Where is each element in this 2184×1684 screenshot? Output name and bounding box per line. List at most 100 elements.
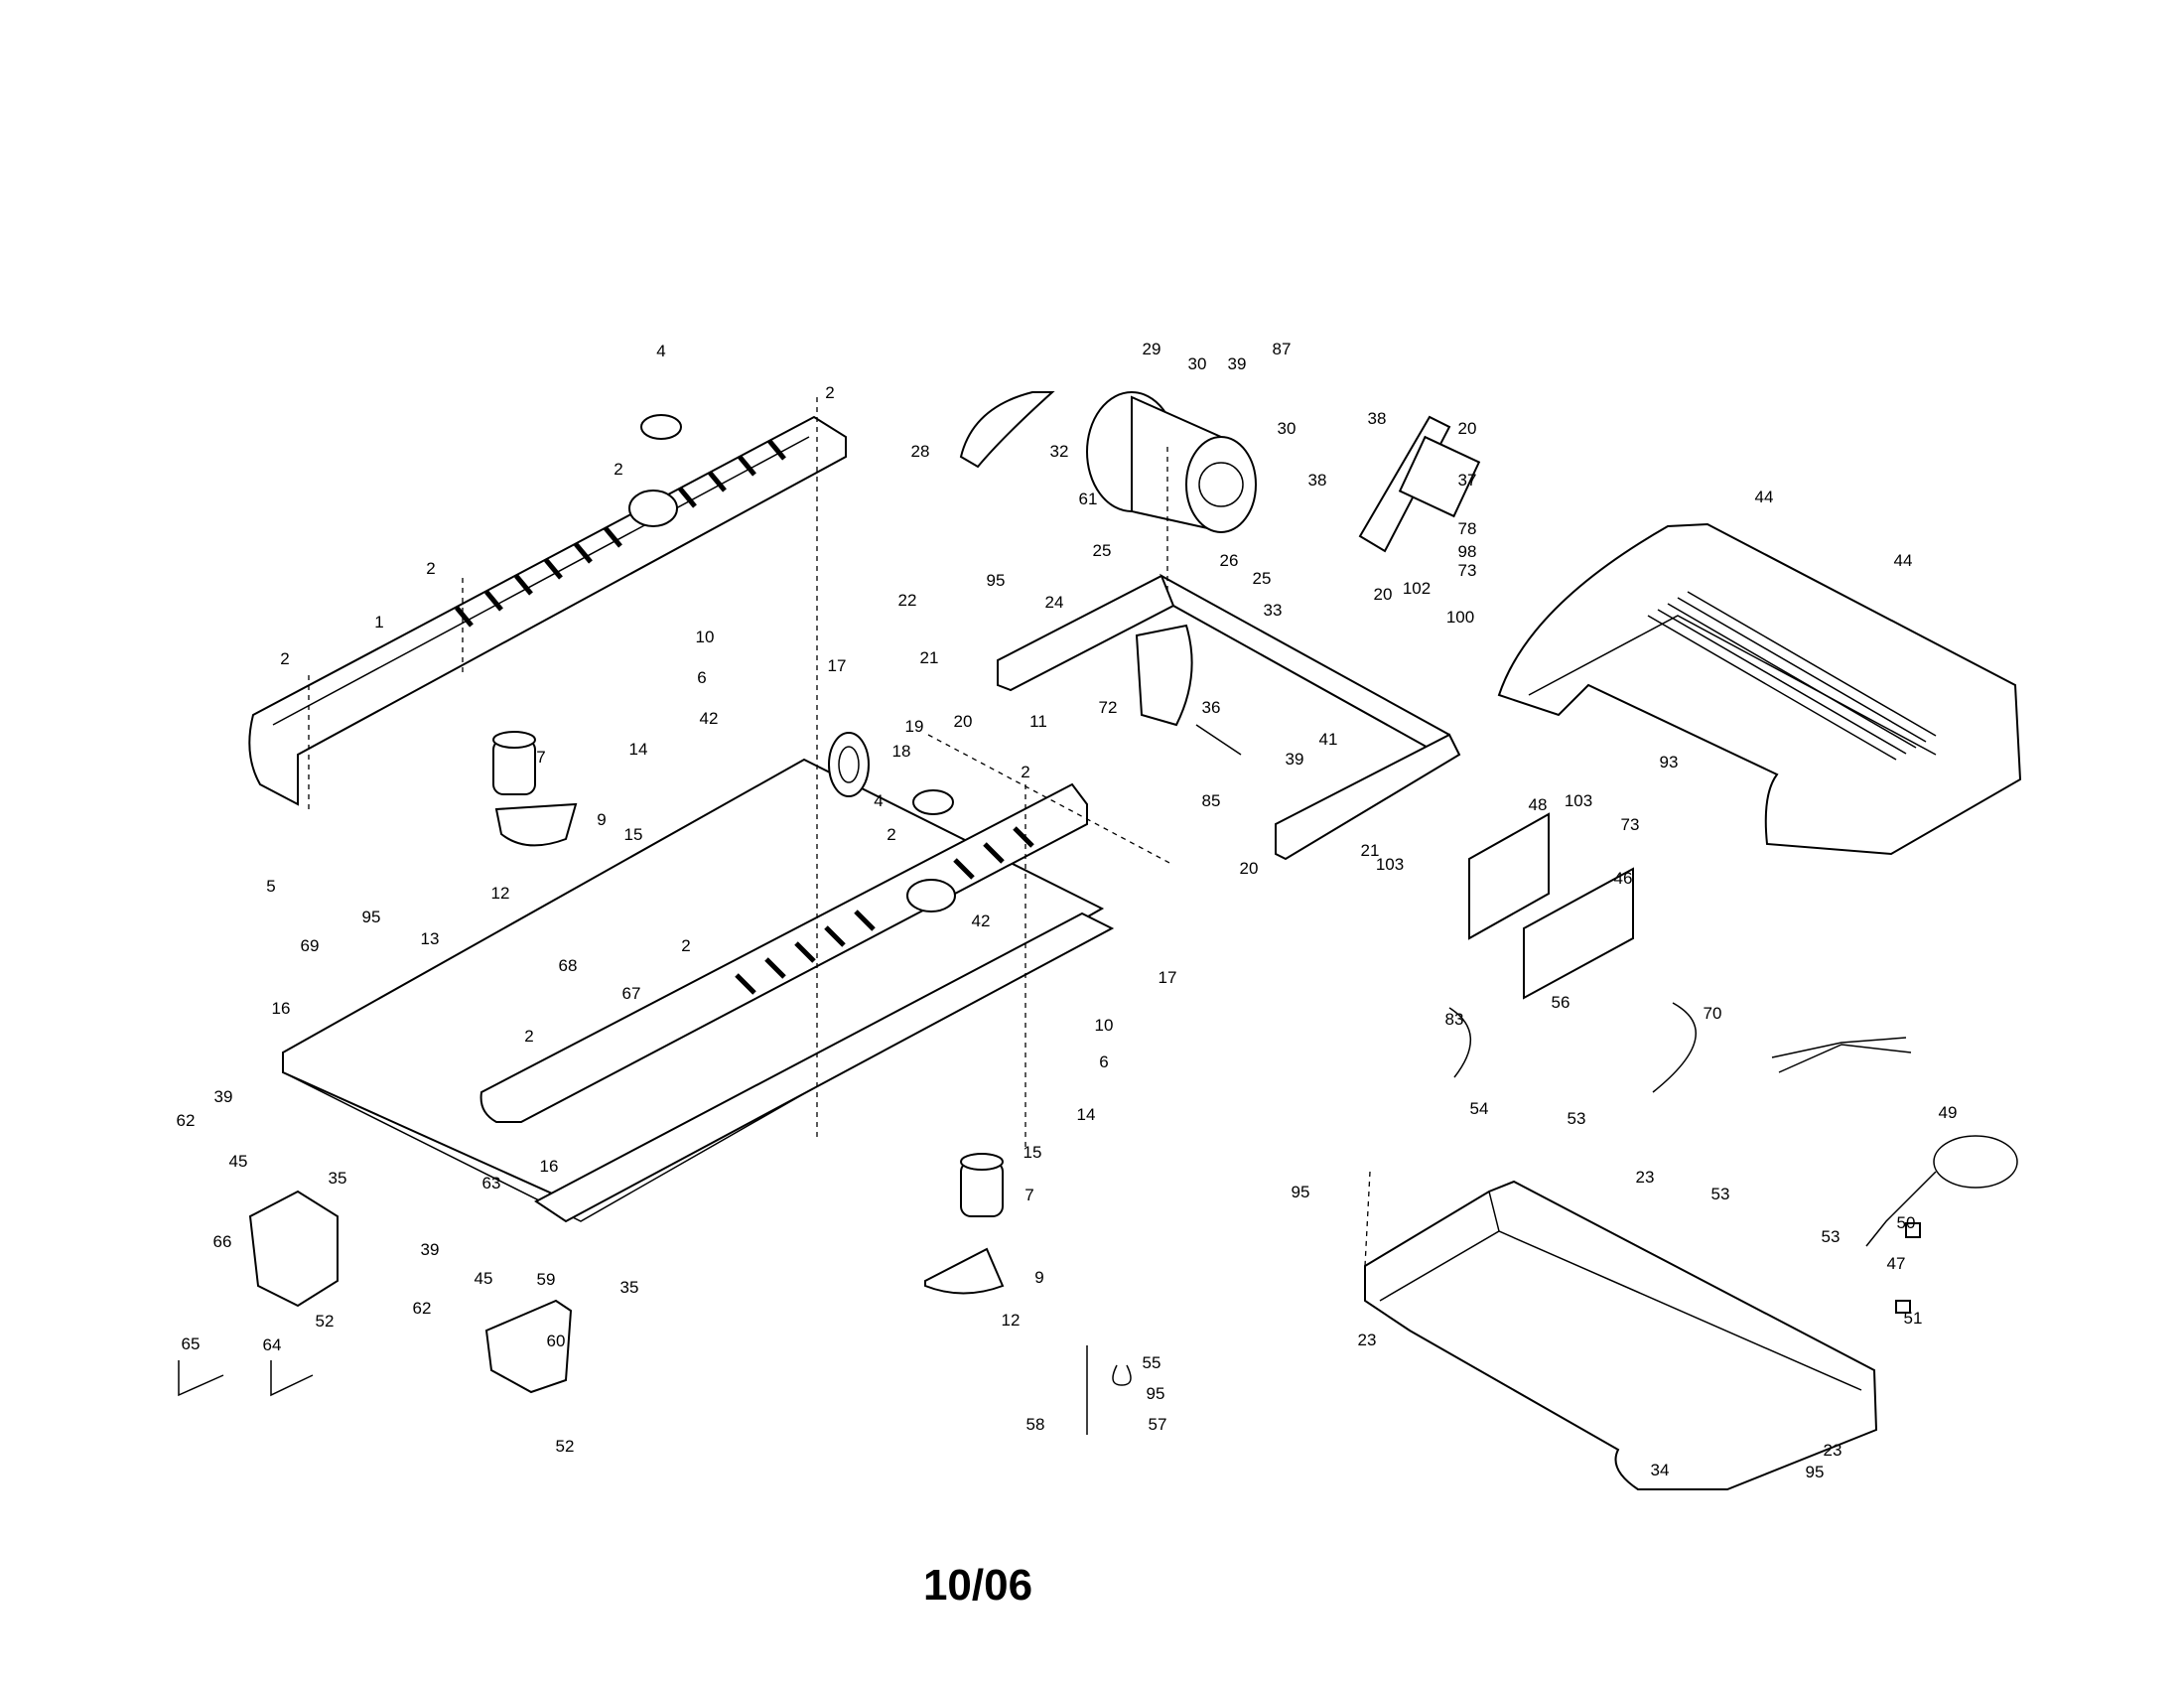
callout-part-39: 39 (214, 1087, 233, 1106)
callout-part-44: 44 (1755, 488, 1774, 506)
callout-part-103: 103 (1565, 791, 1592, 810)
callout-part-30: 30 (1188, 354, 1207, 373)
callout-part-53: 53 (1711, 1185, 1730, 1203)
callout-part-1: 1 (374, 613, 383, 632)
callout-part-69: 69 (301, 936, 320, 955)
callout-part-46: 46 (1614, 869, 1633, 888)
callout-part-2: 2 (681, 936, 690, 955)
callout-part-95: 95 (362, 908, 381, 926)
callout-part-12: 12 (1002, 1311, 1021, 1330)
callout-part-2: 2 (825, 383, 834, 402)
callout-part-2: 2 (614, 460, 622, 479)
wire-harness-83 (1448, 1007, 1471, 1078)
round-cap (912, 789, 954, 815)
callout-part-20: 20 (954, 712, 973, 731)
rail-cap-socket (628, 490, 678, 527)
callout-part-35: 35 (329, 1169, 347, 1188)
callout-part-9: 9 (597, 810, 606, 829)
callout-part-57: 57 (1149, 1415, 1167, 1434)
allen-wrenches (178, 1360, 314, 1397)
callout-part-2: 2 (1021, 763, 1029, 781)
left-rail-slats (455, 439, 786, 628)
callout-part-63: 63 (482, 1174, 501, 1193)
revision-date-text: 10/06 (922, 1561, 1033, 1610)
callout-part-95: 95 (1292, 1183, 1310, 1201)
callout-part-24: 24 (1045, 593, 1064, 612)
callout-part-26: 26 (1220, 551, 1239, 570)
callout-part-23: 23 (1358, 1331, 1377, 1349)
callout-part-23: 23 (1636, 1168, 1655, 1187)
callout-part-25: 25 (1253, 569, 1272, 588)
callout-part-41: 41 (1319, 730, 1338, 749)
callout-part-6: 6 (697, 668, 706, 687)
callout-part-50: 50 (1897, 1213, 1916, 1232)
callout-part-54: 54 (1470, 1099, 1489, 1118)
callout-part-4: 4 (874, 791, 883, 810)
rail-cap-socket (906, 879, 956, 912)
callout-part-13: 13 (421, 929, 440, 948)
callout-part-61: 61 (1079, 490, 1098, 508)
callout-part-10: 10 (696, 628, 715, 646)
callout-part-21: 21 (920, 648, 939, 667)
drive-belt (959, 391, 1055, 469)
callout-part-83: 83 (1445, 1010, 1464, 1029)
base-pan (1364, 1180, 1878, 1490)
callout-part-21: 21 (1361, 841, 1380, 860)
callout-part-95: 95 (1806, 1463, 1825, 1481)
callout-part-14: 14 (1077, 1105, 1096, 1124)
callout-part-47: 47 (1887, 1254, 1906, 1273)
callout-part-35: 35 (620, 1278, 639, 1297)
callout-part-53: 53 (1568, 1109, 1586, 1128)
callout-part-30: 30 (1278, 419, 1297, 438)
callout-part-62: 62 (413, 1299, 432, 1318)
callout-part-5: 5 (266, 877, 275, 896)
wires (1448, 1002, 2018, 1314)
callout-part-42: 42 (700, 709, 719, 728)
hood-vent-lines (1647, 591, 1937, 761)
callout-part-25: 25 (1093, 541, 1112, 560)
callout-part-28: 28 (911, 442, 930, 461)
callout-part-93: 93 (1660, 753, 1679, 772)
callout-part-20: 20 (1458, 419, 1477, 438)
callout-part-7: 7 (536, 748, 545, 767)
callout-part-36: 36 (1202, 698, 1221, 717)
callout-part-48: 48 (1529, 795, 1548, 814)
isolator-left (492, 731, 578, 847)
callout-part-103: 103 (1376, 855, 1404, 874)
callout-part-18: 18 (892, 742, 911, 761)
callout-part-66: 66 (213, 1232, 232, 1251)
callout-part-37: 37 (1458, 471, 1477, 490)
controller-cover-plate (1523, 867, 1634, 1000)
wire-tie-55 (1112, 1364, 1132, 1386)
callout-part-60: 60 (547, 1332, 566, 1350)
callout-part-6: 6 (1099, 1052, 1108, 1071)
callout-part-100: 100 (1446, 608, 1474, 627)
callout-part-20: 20 (1240, 859, 1259, 878)
power-cord-clip-50 (1905, 1222, 1921, 1238)
callout-part-95: 95 (1147, 1384, 1165, 1403)
assembly-guides (308, 397, 1371, 1267)
upright-frame (997, 573, 1461, 861)
callout-part-73: 73 (1621, 815, 1640, 834)
round-cap (640, 414, 682, 440)
callout-part-62: 62 (177, 1111, 196, 1130)
callout-part-102: 102 (1403, 579, 1431, 598)
callout-part-29: 29 (1143, 340, 1161, 358)
callout-part-17: 17 (1159, 968, 1177, 987)
small-parts (1086, 1345, 1132, 1435)
revision-date: 10/06 (0, 1561, 2184, 1611)
right-side-rail (479, 782, 1088, 1123)
callout-part-14: 14 (629, 740, 648, 759)
power-cord-49 (1933, 1135, 2018, 1189)
callout-part-16: 16 (272, 999, 291, 1018)
callout-part-2: 2 (426, 559, 435, 578)
isolator-right (924, 1153, 1005, 1295)
callout-part-15: 15 (624, 825, 643, 844)
callout-part-44: 44 (1894, 551, 1913, 570)
callout-part-7: 7 (1024, 1186, 1033, 1204)
drive-motor (959, 391, 1257, 533)
callout-part-9: 9 (1034, 1268, 1043, 1287)
rear-foot-right (484, 1299, 573, 1394)
